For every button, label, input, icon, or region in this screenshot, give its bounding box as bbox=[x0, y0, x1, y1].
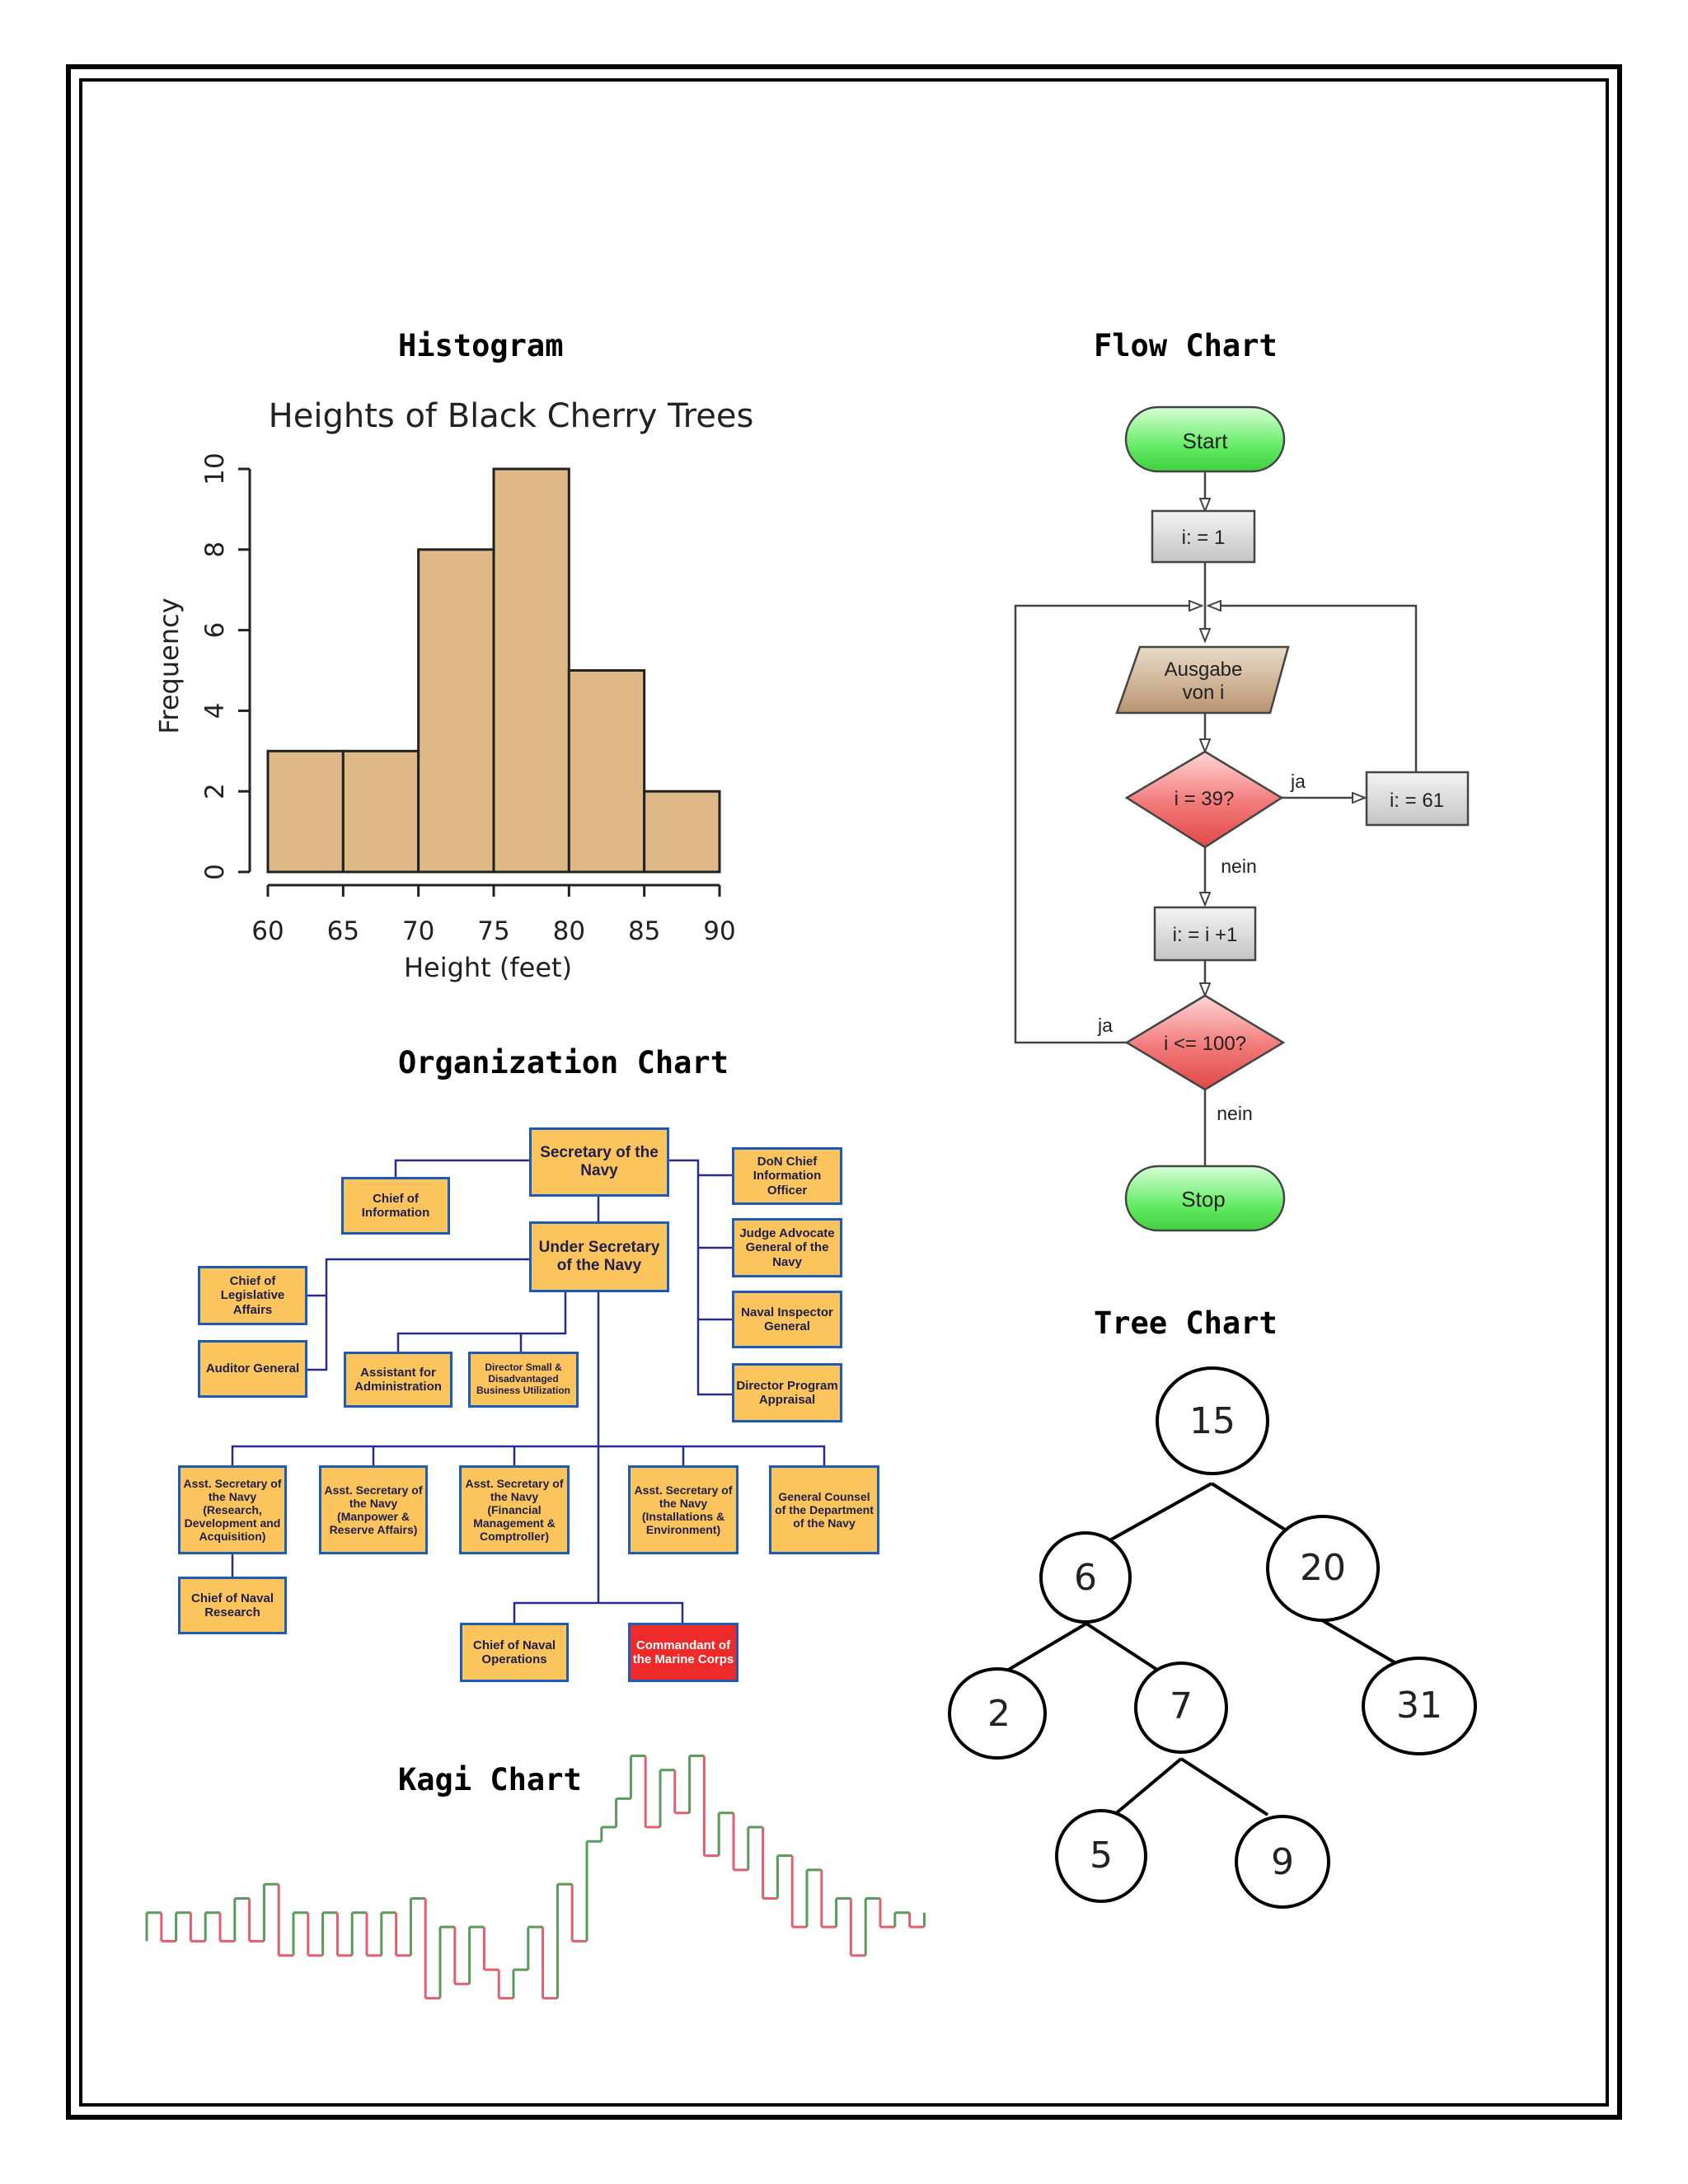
org-box-chief-legislative-affairs: Chief of Legislative Affairs bbox=[198, 1266, 307, 1325]
org-box-asn-mra: Asst. Secretary of the Navy (Manpower & … bbox=[319, 1465, 428, 1554]
org-box-asn-rda: Asst. Secretary of the Navy (Research, D… bbox=[178, 1465, 287, 1554]
org-box-asn-fmc: Asst. Secretary of the Navy (Financial M… bbox=[459, 1465, 570, 1554]
org-box-auditor-general: Auditor General bbox=[198, 1340, 307, 1398]
org-box-general-counsel: General Counsel of the Department of the… bbox=[769, 1465, 879, 1554]
flowchart-section-title: Flow Chart bbox=[1094, 328, 1278, 363]
org-box-director-small-business: Director Small & Disadvantaged Business … bbox=[468, 1352, 579, 1408]
org-box-director-program-appraisal: Director Program Appraisal bbox=[732, 1363, 842, 1422]
org-box-under-secretary: Under Secretary of the Navy bbox=[529, 1221, 669, 1292]
org-box-judge-advocate-general: Judge Advocate General of the Navy bbox=[732, 1218, 842, 1277]
histogram-section-title: Histogram bbox=[398, 328, 564, 363]
org-box-commandant-marine-corps: Commandant of the Marine Corps bbox=[628, 1623, 738, 1682]
org-chart-section-title: Organization Chart bbox=[398, 1045, 729, 1080]
org-box-don-cio: DoN Chief Information Officer bbox=[732, 1147, 842, 1205]
inner-frame bbox=[79, 78, 1609, 2107]
kagi-chart-section-title: Kagi Chart bbox=[398, 1762, 582, 1797]
org-box-asn-ie: Asst. Secretary of the Navy (Installatio… bbox=[628, 1465, 738, 1554]
tree-chart-section-title: Tree Chart bbox=[1094, 1305, 1278, 1341]
org-box-chief-information: Chief of Information bbox=[341, 1177, 450, 1235]
org-box-naval-inspector-general: Naval Inspector General bbox=[732, 1291, 842, 1348]
org-box-secretary: Secretary of the Navy bbox=[529, 1127, 669, 1197]
org-box-assistant-administration: Assistant for Administration bbox=[344, 1352, 452, 1408]
org-box-chief-naval-operations: Chief of Naval Operations bbox=[460, 1623, 569, 1682]
org-box-chief-naval-research: Chief of Naval Research bbox=[178, 1577, 287, 1634]
outer-frame bbox=[66, 64, 1622, 2120]
